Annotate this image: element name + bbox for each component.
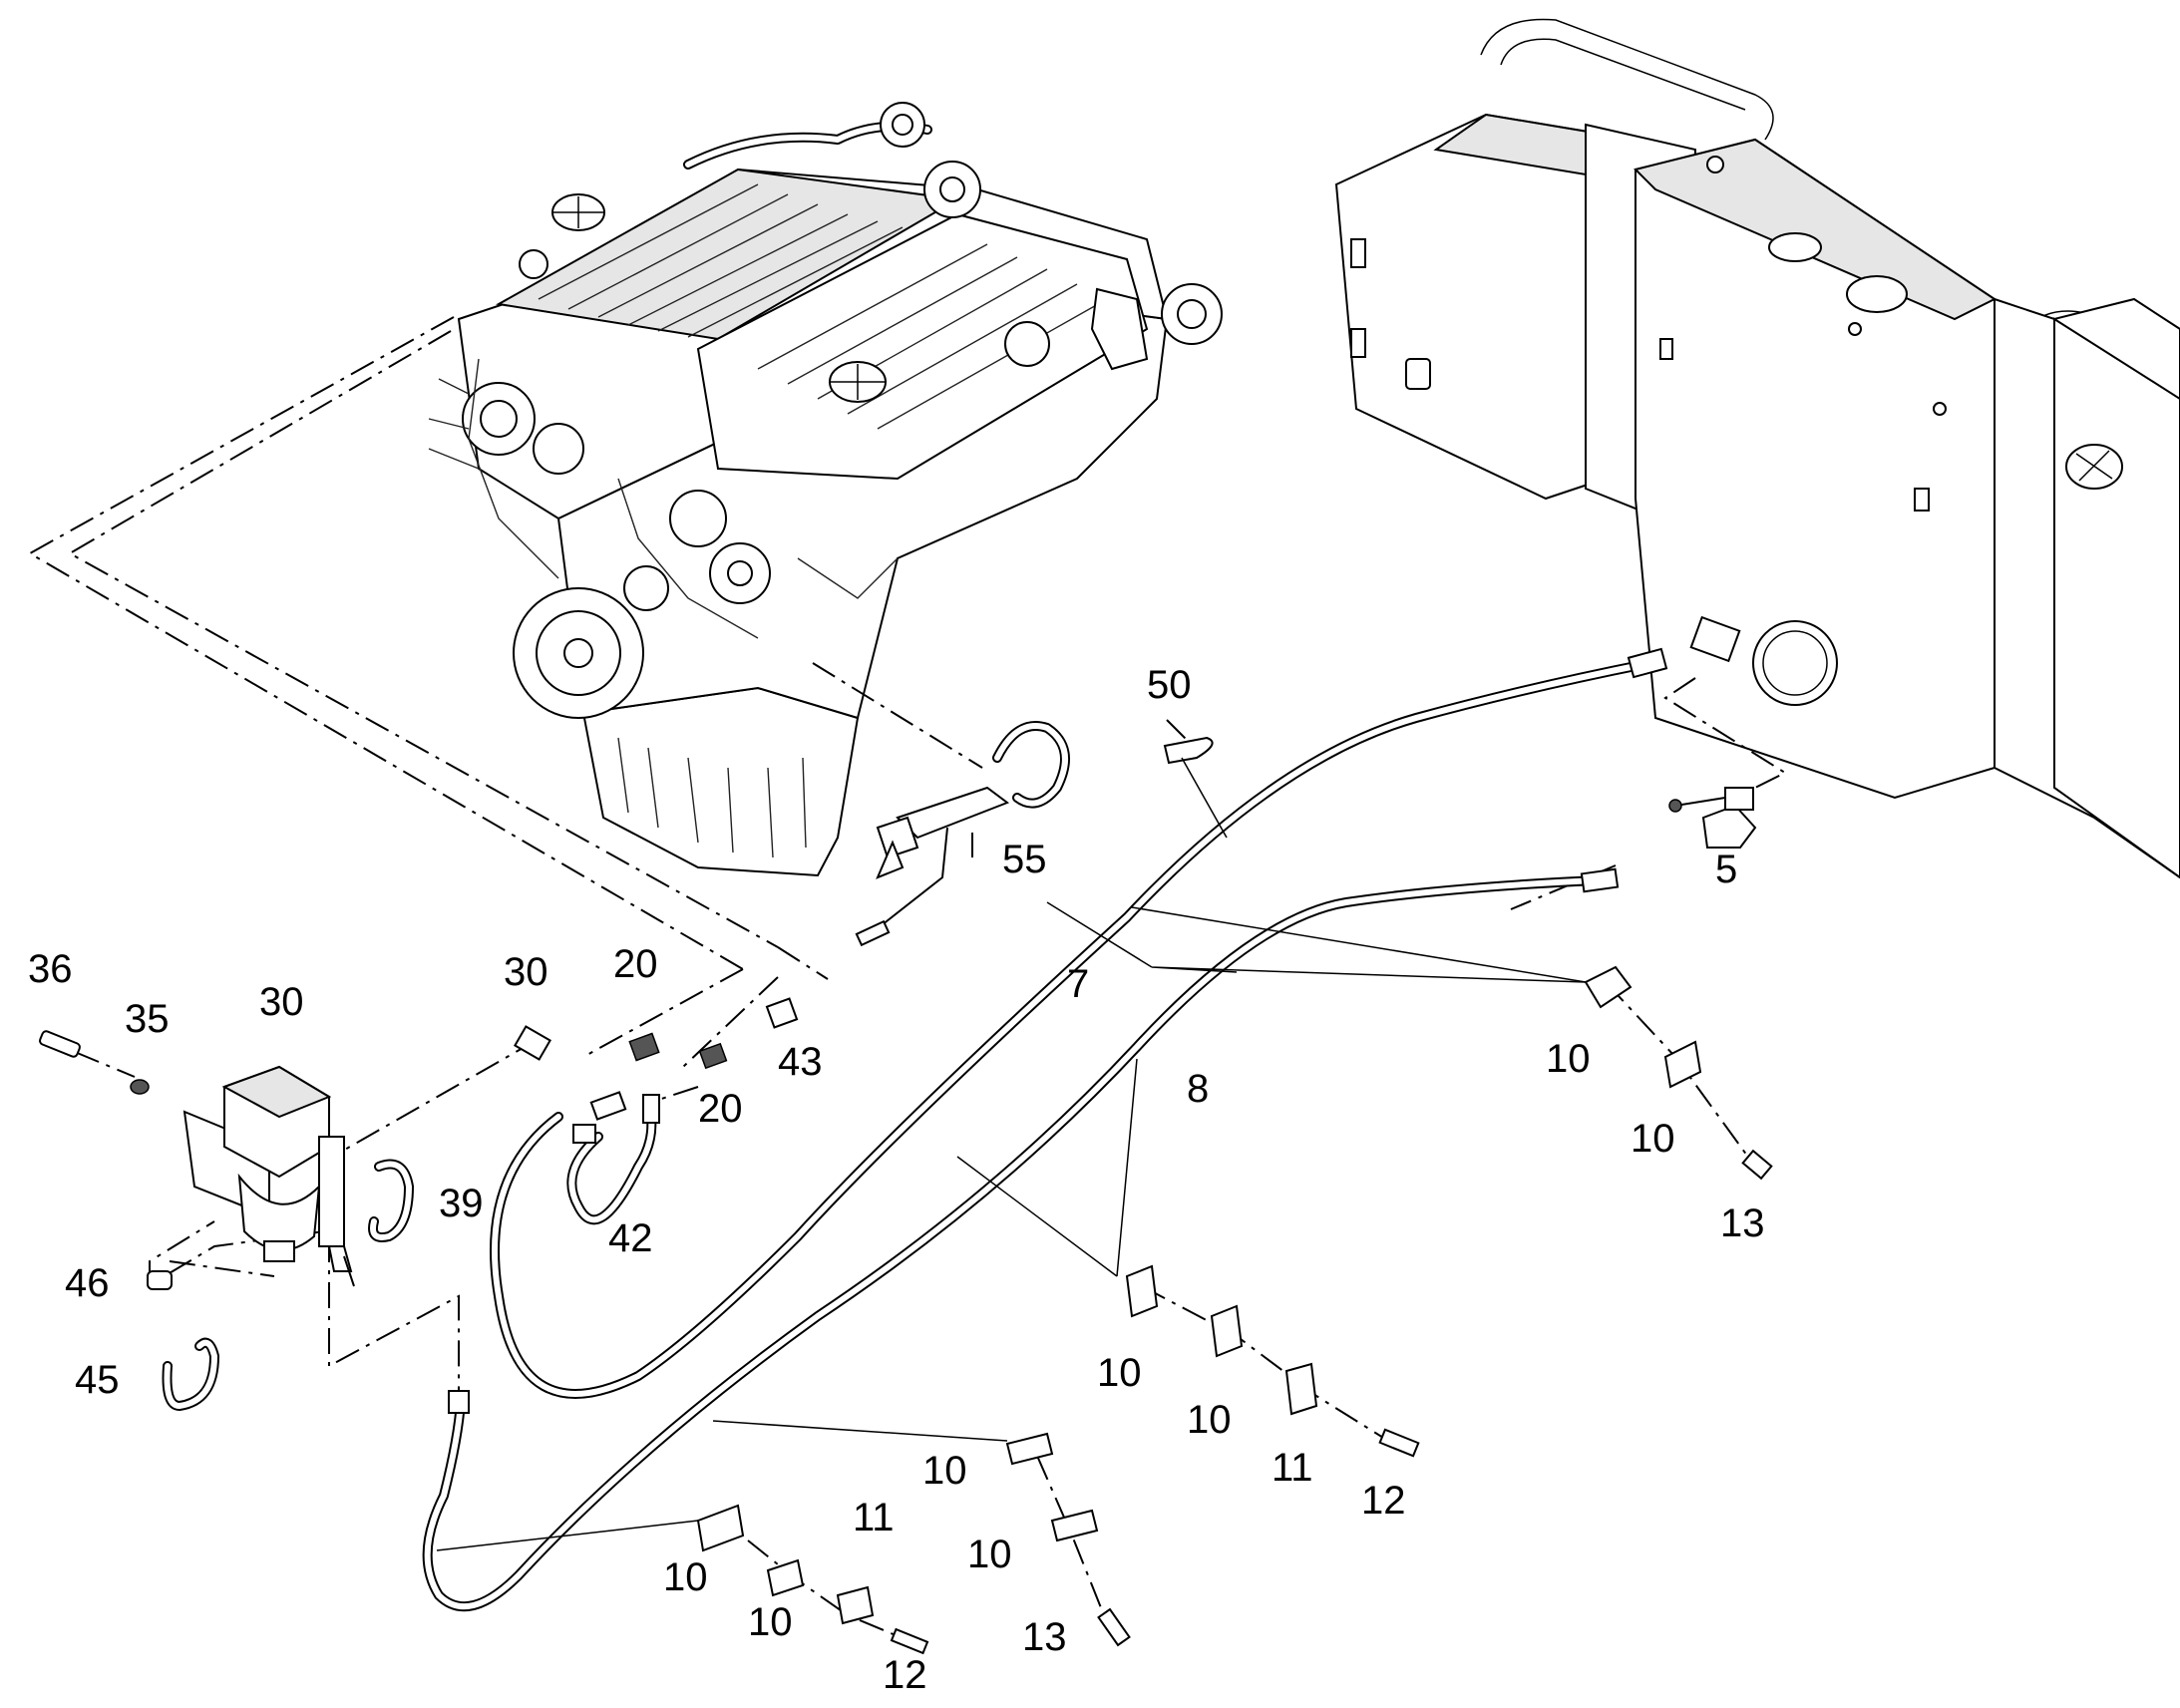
- callout-8: 8: [1187, 1067, 1209, 1111]
- part-45-hose: [162, 1337, 219, 1411]
- part-36-bolt: [39, 1030, 81, 1058]
- engine-illustration: [428, 102, 1223, 877]
- callout-55: 55: [1002, 838, 1047, 881]
- callout-10-right-lower: 10: [1631, 1117, 1675, 1161]
- callout-36: 36: [28, 947, 73, 991]
- callout-20-upper: 20: [613, 942, 658, 986]
- part-30-fitting: [514, 1025, 551, 1061]
- callout-10-mid-b: 10: [1187, 1398, 1232, 1442]
- part-46-fitting: [147, 1270, 173, 1290]
- hose-8: [422, 875, 1601, 1612]
- fuel-tank-illustration: [1334, 18, 2180, 879]
- callout-10-mid-a: 10: [1097, 1351, 1142, 1395]
- callout-35: 35: [125, 997, 170, 1041]
- callout-43: 43: [778, 1040, 823, 1084]
- flywheel: [462, 382, 771, 719]
- callout-5: 5: [1715, 848, 1737, 891]
- part-20-nut-upper: [628, 1032, 660, 1062]
- callout-42: 42: [608, 1216, 653, 1260]
- callout-20-lower: 20: [698, 1087, 743, 1131]
- part-50-clip: [1163, 736, 1228, 839]
- clamp-parts: [696, 965, 1773, 1655]
- part-55-harness: [855, 721, 1070, 947]
- part-20-nut-lower: [698, 1042, 728, 1070]
- callout-30-filter: 30: [259, 980, 304, 1024]
- part-5-valve: [1668, 787, 1757, 849]
- callout-39: 39: [439, 1182, 484, 1225]
- part-39-hose: [368, 1159, 414, 1242]
- filler-cap-right: [829, 361, 887, 403]
- callout-7: 7: [1067, 962, 1089, 1006]
- callout-46: 46: [65, 1261, 110, 1305]
- assembly-lines: [27, 316, 1788, 1641]
- callout-30-fitting: 30: [504, 950, 548, 994]
- hose-7: [490, 659, 1650, 1399]
- hose-fittings: [448, 647, 1668, 1414]
- leader-lines: [436, 901, 1587, 1551]
- callout-13-lower: 13: [1022, 1615, 1067, 1659]
- callout-10-lower-a: 10: [922, 1449, 967, 1493]
- part-30-filter-assembly: [182, 1065, 355, 1287]
- filler-cap-left: [551, 193, 605, 231]
- callout-45: 45: [75, 1358, 120, 1402]
- callout-10-right-upper: 10: [1546, 1037, 1591, 1081]
- hose-42: [566, 1097, 657, 1225]
- part-43-adapter: [765, 997, 799, 1029]
- callout-13-right: 13: [1720, 1201, 1765, 1245]
- tank-access-cover: [1752, 620, 1838, 706]
- callout-12-mid: 12: [1361, 1479, 1406, 1523]
- callout-12-bottom: 12: [883, 1653, 927, 1697]
- callout-11-mid: 11: [1272, 1446, 1313, 1490]
- callout-labels: 50 55 5 7 8 36 35 30 30 20 20 43 39 42 4…: [28, 663, 1765, 1697]
- callout-11-lower: 11: [853, 1496, 895, 1539]
- callout-10-bottom-b: 10: [748, 1600, 793, 1644]
- callout-10-lower-b: 10: [967, 1533, 1012, 1576]
- part-35-washer: [130, 1079, 150, 1095]
- callout-10-bottom-a: 10: [663, 1555, 708, 1599]
- callout-50: 50: [1147, 663, 1192, 707]
